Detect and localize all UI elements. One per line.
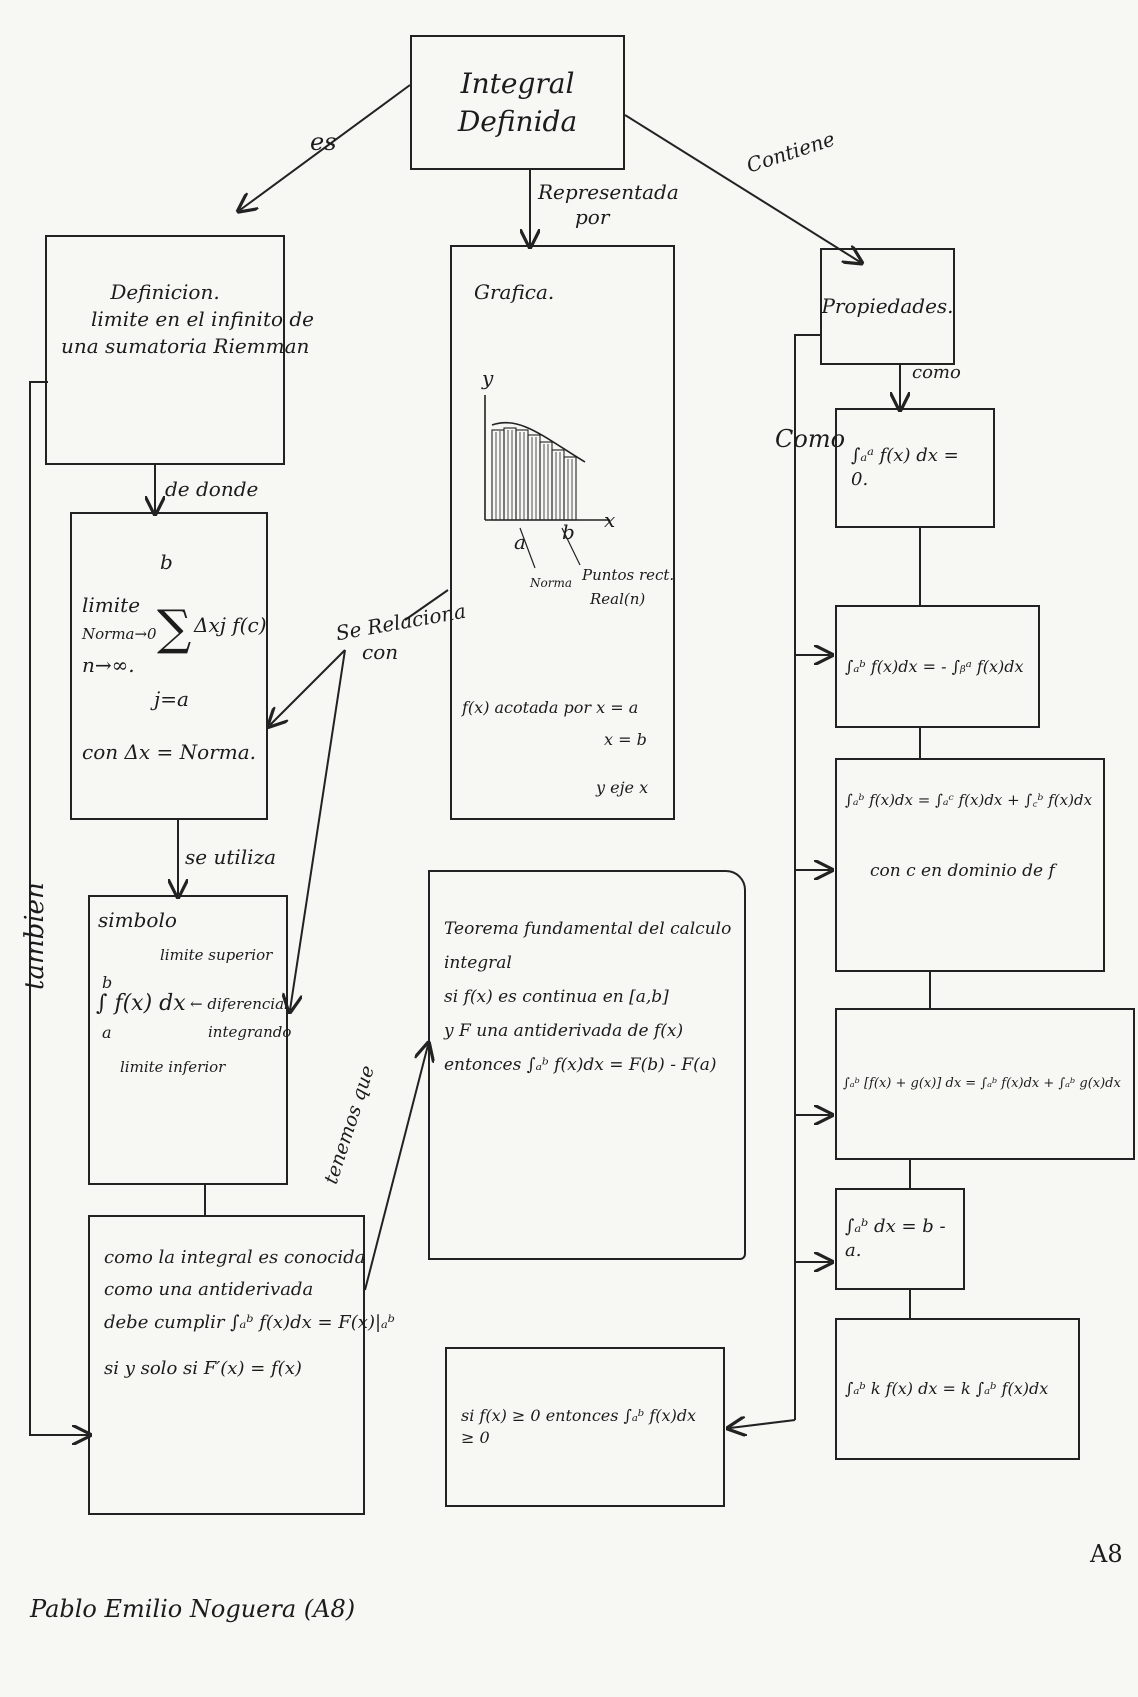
prop-1: ∫ₐᵃ f(x) dx = 0. — [835, 408, 995, 528]
simbolo-sup: limite superior — [160, 945, 272, 965]
root-title: Integral Definida — [426, 65, 609, 141]
antider-line2: como una antiderivada — [104, 1274, 349, 1306]
grafica-a: a — [514, 529, 526, 556]
edge-to-positiva — [730, 1420, 795, 1428]
edge-como-spine — [795, 335, 820, 1420]
grafica-puntos: Puntos rect. — [582, 565, 674, 585]
root-node: Integral Definida — [410, 35, 625, 170]
antider-line1: como la integral es conocida — [104, 1242, 349, 1274]
limite-node: b limite Norma→0 n→∞. ∑ Δxj f(c) j=a con… — [70, 512, 268, 820]
simbolo-a: a — [102, 1022, 112, 1044]
limite-term: Δxj f(c) — [194, 612, 267, 639]
propiedades-title: Propiedades. — [821, 293, 953, 320]
teorema-line5: entonces ∫ₐᵇ f(x)dx = F(b) - F(a) — [444, 1048, 730, 1082]
prop-1-text: ∫ₐᵃ f(x) dx = 0. — [851, 444, 979, 493]
prop-4: ∫ₐᵇ [f(x) + g(x)] dx = ∫ₐᵇ f(x)dx + ∫ₐᵇ … — [835, 1008, 1135, 1160]
edge-label-de-donde: de donde — [165, 477, 258, 501]
limite-norma: Norma→0 — [82, 624, 157, 644]
page-code: A8 — [1090, 1540, 1123, 1568]
prop-5-text: ∫ₐᵇ dx = b - a. — [845, 1215, 955, 1264]
grafica-acot1: f(x) acotada por x = a — [462, 697, 638, 719]
definicion-line1: limite en el infinito de — [61, 306, 269, 333]
grafica-b: b — [562, 519, 575, 546]
limite-sigma: ∑ — [157, 596, 191, 661]
grafica-node: Grafica. y x a b Norma Puntos rect. Real… — [450, 245, 675, 820]
positiva-node: si f(x) ≥ 0 entonces ∫ₐᵇ f(x)dx ≥ 0 — [445, 1347, 725, 1507]
limite-word: limite — [82, 592, 140, 619]
prop-4-text: ∫ₐᵇ [f(x) + g(x)] dx = ∫ₐᵇ f(x)dx + ∫ₐᵇ … — [843, 1075, 1121, 1093]
limite-con: con Δx = Norma. — [82, 739, 256, 766]
prop-2-text: ∫ₐᵇ f(x)dx = - ∫ᵦᵃ f(x)dx — [845, 656, 1024, 678]
definicion-line2: una sumatoria Riemman — [61, 333, 269, 360]
teorema-line4: y F una antiderivada de f(x) — [444, 1014, 730, 1048]
antider-line3: debe cumplir ∫ₐᵇ f(x)dx = F(x)|ₐᵇ — [104, 1307, 349, 1339]
simbolo-dif: ← diferencial — [190, 994, 289, 1014]
edge-label-es: es — [310, 128, 337, 156]
teorema-line3: si f(x) es continua en [a,b] — [444, 980, 730, 1014]
definicion-title: Definicion. — [61, 279, 269, 306]
antiderivada-node: como la integral es conocida como una an… — [88, 1215, 365, 1515]
simbolo-title: simbolo — [98, 907, 177, 934]
simbolo-expr: ∫ f(x) dx — [96, 989, 186, 1019]
prop-3-text: ∫ₐᵇ f(x)dx = ∫ₐᶜ f(x)dx + ∫꜀ᵇ f(x)dx — [845, 790, 1095, 810]
edge-label-con: con — [362, 640, 398, 664]
edge-relaciona-simbolo — [290, 650, 345, 1010]
propiedades-node: Propiedades. — [820, 248, 955, 365]
author-signature: Pablo Emilio Noguera (A8) — [30, 1595, 355, 1623]
grafica-x: x — [604, 507, 615, 534]
grafica-real: Real(n) — [590, 589, 645, 609]
grafica-norma: Norma — [530, 575, 572, 591]
prop-3: ∫ₐᵇ f(x)dx = ∫ₐᶜ f(x)dx + ∫꜀ᵇ f(x)dx con… — [835, 758, 1105, 972]
simbolo-inf: limite inferior — [120, 1057, 225, 1077]
grafica-acot3: y eje x — [596, 777, 648, 799]
grafica-acot2: x = b — [604, 729, 647, 751]
edge-label-se-utiliza: se utiliza — [185, 845, 276, 869]
prop-6: ∫ₐᵇ k f(x) dx = k ∫ₐᵇ f(x)dx — [835, 1318, 1080, 1460]
grafica-title: Grafica. — [474, 279, 554, 306]
definicion-node: Definicion. limite en el infinito de una… — [45, 235, 285, 465]
antider-line4: si y solo si F′(x) = f(x) — [104, 1353, 349, 1385]
grafica-y: y — [482, 365, 493, 392]
prop-5: ∫ₐᵇ dx = b - a. — [835, 1188, 965, 1290]
simbolo-node: simbolo limite superior b ∫ f(x) dx a ← … — [88, 895, 288, 1185]
edge-relaciona-limite — [270, 650, 345, 725]
edge-label-por: por — [575, 205, 609, 229]
edge-label-tambien: tambien — [20, 882, 50, 990]
teorema-line1: Teorema fundamental del calculo — [444, 912, 730, 946]
limite-upper: b — [160, 549, 173, 576]
prop-6-text: ∫ₐᵇ k f(x) dx = k ∫ₐᵇ f(x)dx — [845, 1378, 1048, 1400]
teorema-line2: integral — [444, 946, 730, 980]
teorema-node: Teorema fundamental del calculo integral… — [428, 870, 746, 1260]
limite-n: n→∞. — [82, 652, 135, 679]
positiva-text: si f(x) ≥ 0 entonces ∫ₐᵇ f(x)dx ≥ 0 — [461, 1405, 709, 1448]
prop-2: ∫ₐᵇ f(x)dx = - ∫ᵦᵃ f(x)dx — [835, 605, 1040, 728]
simbolo-integ: integrando — [208, 1022, 291, 1042]
edge-label-como-small: como — [912, 362, 961, 383]
prop-3-note: con c en dominio de f — [845, 860, 1095, 883]
limite-lower: j=a — [154, 686, 189, 713]
edge-label-representada: Representada — [538, 180, 679, 204]
